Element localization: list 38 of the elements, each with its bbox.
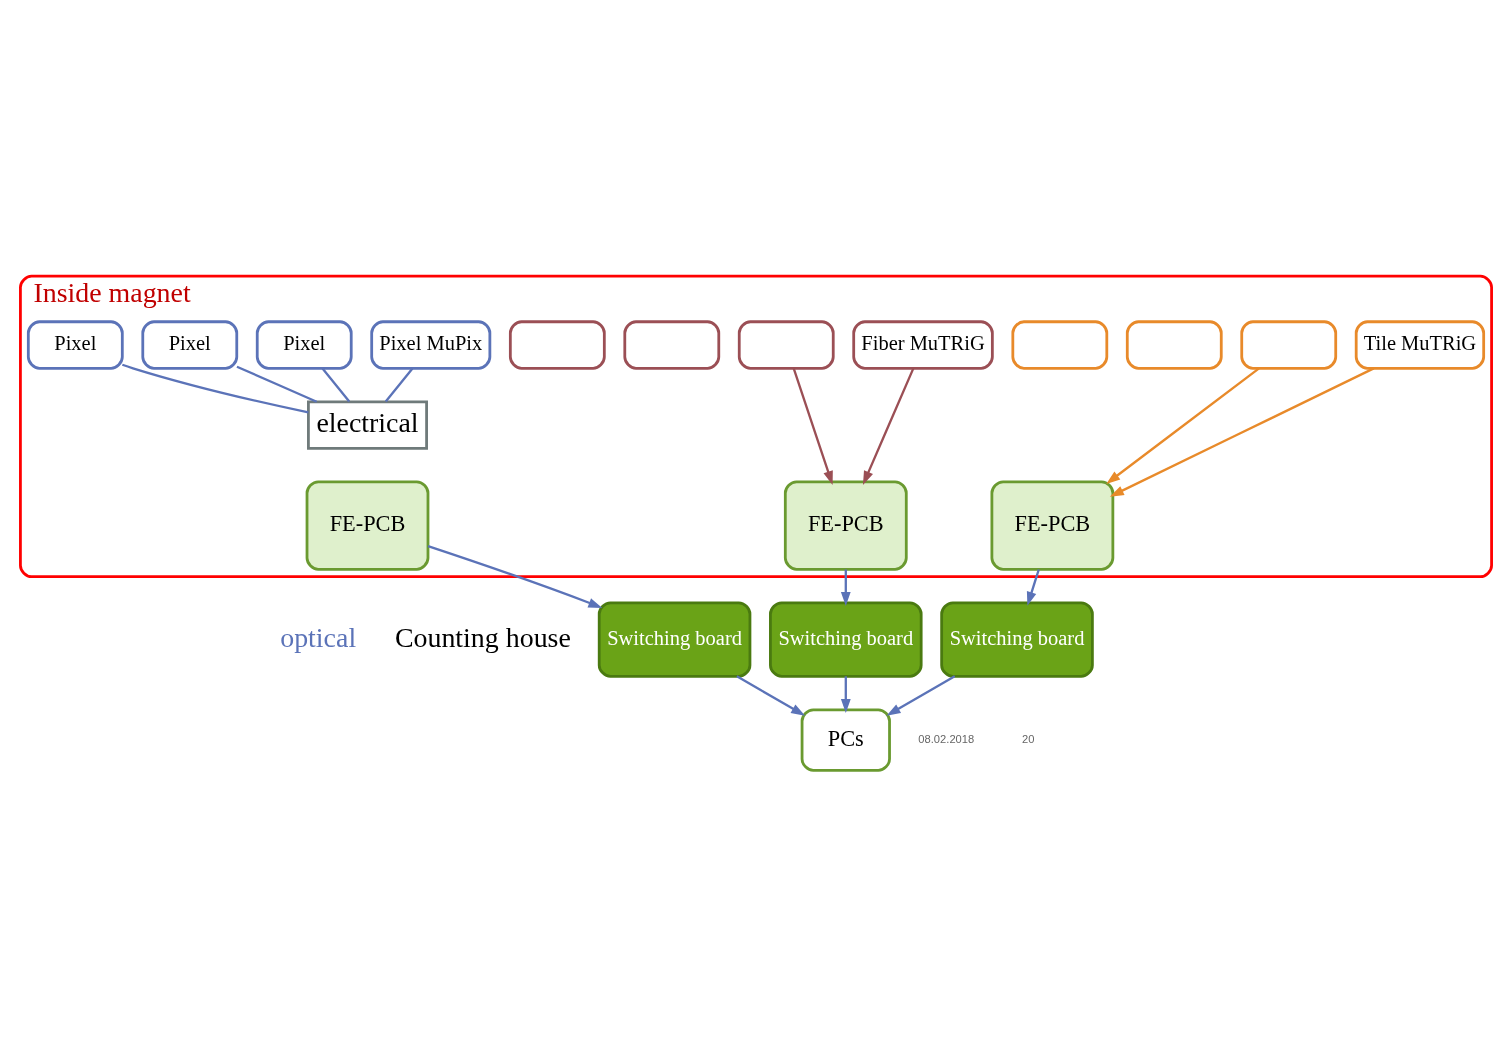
label: Counting house <box>394 621 571 653</box>
connector <box>236 365 318 403</box>
connector <box>321 367 351 403</box>
label: 08.02.2018 <box>918 732 975 745</box>
node-box: Switching board <box>597 601 752 678</box>
node-box <box>1240 320 1338 370</box>
node-box <box>508 320 606 370</box>
label: 20 <box>1021 732 1035 745</box>
node-box <box>623 320 721 370</box>
node-box: electrical <box>307 400 428 450</box>
node-box: Switching board <box>769 601 923 678</box>
node-box <box>737 320 835 370</box>
node-box: Fiber MuTRiG <box>852 320 994 370</box>
node-box <box>1125 320 1223 370</box>
arrow <box>1026 569 1040 606</box>
node-box: FE-PCB <box>305 480 430 571</box>
node-box: Pixel MuPix <box>370 320 492 370</box>
arrow <box>886 675 956 716</box>
connector <box>121 363 309 414</box>
node-box: Pixel <box>255 320 353 370</box>
label: optical <box>280 621 357 653</box>
arrow <box>1109 367 1375 497</box>
node-box: FE-PCB <box>990 480 1115 571</box>
node-box: Switching board <box>940 601 1094 678</box>
arrow <box>792 368 833 486</box>
arrow <box>1106 367 1260 484</box>
node-box: Pixel <box>141 320 239 370</box>
arrow <box>840 569 851 606</box>
node-box: FE-PCB <box>783 480 908 571</box>
arrow <box>840 676 851 714</box>
arrow <box>862 368 915 485</box>
node-box: PCs <box>800 708 891 772</box>
connector <box>384 367 414 403</box>
node-box <box>1011 320 1109 370</box>
arrow <box>736 675 806 716</box>
node-box: Pixel <box>26 320 124 370</box>
node-box: Tile MuTRiG <box>1354 320 1486 370</box>
arrow <box>427 545 603 608</box>
